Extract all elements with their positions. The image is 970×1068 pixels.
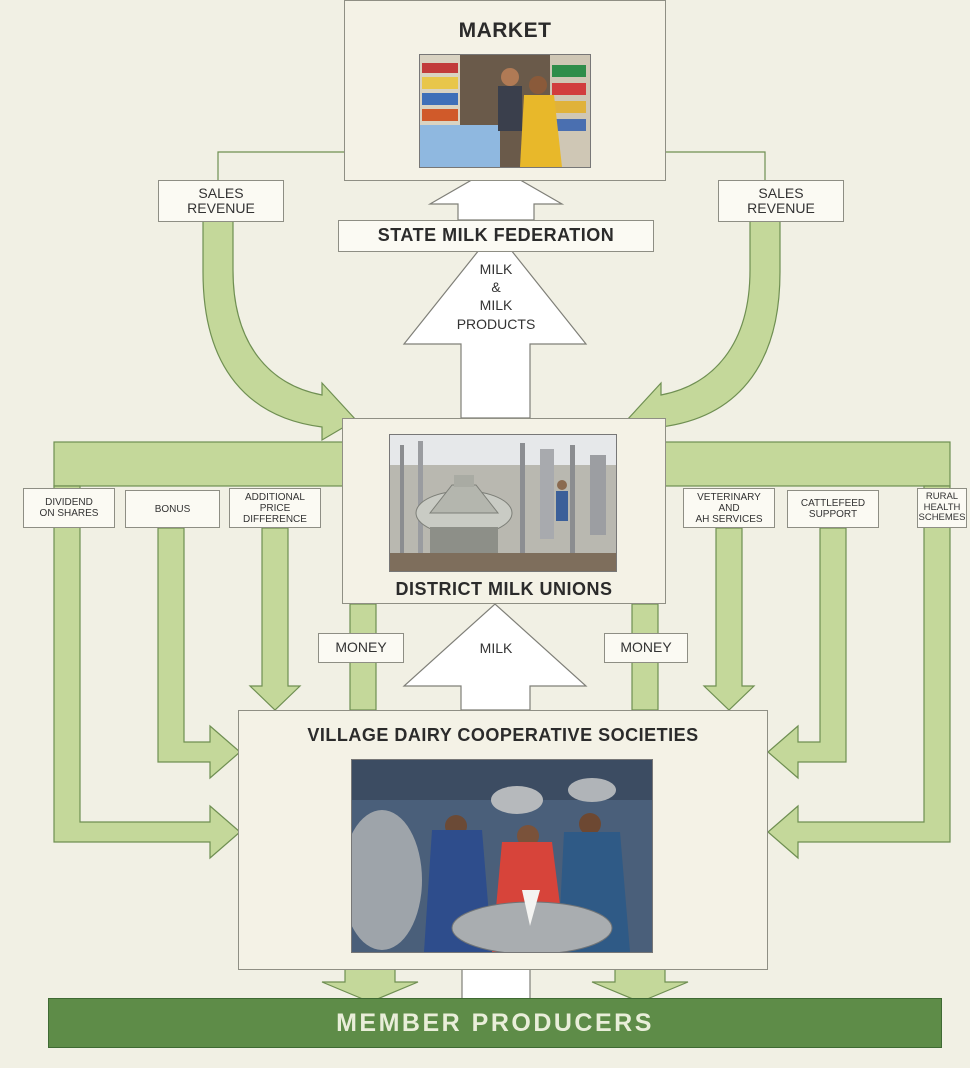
village-dairy-title: VILLAGE DAIRY COOPERATIVE SOCIETIES bbox=[307, 725, 699, 745]
market-title: MARKET bbox=[458, 19, 552, 42]
money-right-label: MONEY bbox=[604, 633, 688, 663]
milk-products-label: MILK & MILK PRODUCTS bbox=[456, 261, 536, 332]
price-difference-label: ADDITIONAL PRICE DIFFERENCE bbox=[229, 488, 321, 528]
dividend-arrow bbox=[53, 485, 241, 860]
bonus-label: BONUS bbox=[125, 490, 220, 528]
member-producers-bar: MEMBER PRODUCERS bbox=[48, 998, 942, 1048]
federation-to-market-arrow bbox=[427, 165, 565, 221]
state-milk-federation-box: STATE MILK FEDERATION bbox=[338, 220, 654, 252]
left-distribution-bar bbox=[53, 441, 345, 487]
milk-to-producers-stem bbox=[461, 967, 531, 1001]
village-photo bbox=[351, 759, 653, 953]
bonus-arrow bbox=[157, 527, 241, 780]
veterinary-label: VETERINARY AND AH SERVICES bbox=[683, 488, 775, 528]
veterinary-arrow bbox=[702, 527, 756, 711]
producers-left-arrow bbox=[321, 967, 419, 1003]
member-producers-title: MEMBER PRODUCERS bbox=[336, 1008, 654, 1037]
rural-health-arrow bbox=[767, 485, 951, 860]
milk-arrow bbox=[402, 603, 588, 711]
price-difference-arrow bbox=[248, 527, 302, 711]
district-milk-unions-title: DISTRICT MILK UNIONS bbox=[395, 579, 613, 599]
dividend-label: DIVIDEND ON SHARES bbox=[23, 488, 115, 528]
state-milk-federation-title: STATE MILK FEDERATION bbox=[377, 225, 615, 246]
right-distribution-bar bbox=[664, 441, 951, 487]
village-dairy-box: VILLAGE DAIRY COOPERATIVE SOCIETIES bbox=[238, 710, 768, 970]
milk-label: MILK bbox=[479, 640, 513, 656]
sales-revenue-left-label: SALES REVENUE bbox=[158, 180, 284, 222]
cattlefeed-arrow bbox=[767, 527, 847, 780]
producers-right-arrow bbox=[591, 967, 689, 1003]
market-photo bbox=[419, 54, 591, 168]
sales-revenue-right-label: SALES REVENUE bbox=[718, 180, 844, 222]
cattlefeed-label: CATTLEFEED SUPPORT bbox=[787, 490, 879, 528]
market-box: MARKET bbox=[344, 0, 666, 181]
district-photo bbox=[389, 434, 617, 572]
rural-health-label: RURAL HEALTH SCHEMES bbox=[917, 488, 967, 528]
sales-revenue-left-arrow bbox=[202, 151, 357, 442]
milk-products-arrow bbox=[402, 229, 588, 419]
money-left-label: MONEY bbox=[318, 633, 404, 663]
district-milk-unions-box: DISTRICT MILK UNIONS bbox=[342, 418, 666, 604]
